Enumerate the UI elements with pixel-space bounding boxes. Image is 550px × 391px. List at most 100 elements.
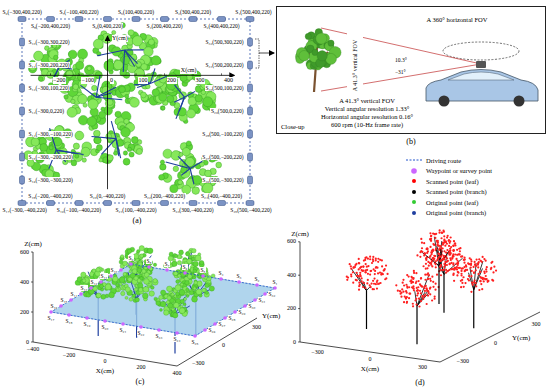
leaf-point <box>75 154 79 158</box>
leaf-point <box>82 158 87 163</box>
scanned-leaf-point <box>433 233 435 235</box>
scanned-leaf-point <box>440 245 442 247</box>
scanned-leaf-point <box>430 240 432 242</box>
scanned-leaf-point <box>469 257 471 259</box>
survey-point-label: S₁₉(−100,−400,220) <box>56 207 101 213</box>
leaf-point <box>179 289 185 295</box>
scanned-leaf-point <box>372 258 374 260</box>
vehicle-icon <box>248 38 253 46</box>
angle-value: 10.3° <box>395 57 407 63</box>
branch-line <box>190 169 194 185</box>
scanned-leaf-point <box>452 274 454 276</box>
leaf-point <box>63 159 68 164</box>
scanned-branch <box>439 250 442 265</box>
scanned-branch <box>351 268 367 291</box>
survey-point-label: S₂₈(500,−100,220) <box>202 131 244 137</box>
scanned-leaf-point <box>364 287 366 289</box>
scanned-leaf-point <box>358 282 360 284</box>
vehicle-icon <box>161 201 169 206</box>
axis-tick-mark <box>31 312 33 313</box>
leaf-point <box>174 254 178 258</box>
leaf-point <box>53 55 58 60</box>
scanned-leaf-point <box>463 262 465 264</box>
scanned-leaf-point <box>492 280 494 282</box>
scanned-leaf-point <box>459 253 461 255</box>
scanned-leaf-point <box>360 269 362 271</box>
axis-title: X(cm) <box>180 67 197 74</box>
leaf-point <box>130 98 140 108</box>
leaf-point <box>129 152 134 157</box>
scanned-leaf-point <box>477 266 479 268</box>
scanned-leaf-point <box>360 266 362 268</box>
leaf-point <box>101 107 105 111</box>
scanned-trunk <box>438 266 439 304</box>
scanned-branch <box>422 252 439 266</box>
scanned-leaf-point <box>434 237 436 239</box>
survey-point-label: S₁₀(−300,300,220) <box>28 39 70 45</box>
legend-entry: Waypoint or survey point <box>405 166 492 177</box>
leaf-point <box>129 270 132 273</box>
scanned-leaf-point <box>453 249 455 251</box>
leaf-point <box>71 160 77 166</box>
scanned-leaf-point <box>420 300 422 302</box>
leaf-point <box>203 288 207 292</box>
scanned-leaf-point <box>477 273 479 275</box>
legend-swatch <box>405 198 423 206</box>
leaf-point <box>49 146 53 150</box>
leaf-point <box>134 276 138 280</box>
scanned-leaf-point <box>480 283 482 285</box>
scanned-leaf-point <box>423 287 425 289</box>
scanned-leaf-point <box>479 280 481 282</box>
survey-point-label: S₁₅ <box>60 297 68 303</box>
vehicle-icon <box>104 201 112 206</box>
scanned-leaf-point <box>419 251 421 253</box>
scanned-leaf-point <box>347 276 349 278</box>
vertical-fov-line <box>363 37 481 64</box>
survey-point <box>243 304 247 308</box>
scanned-leaf-point <box>408 276 410 278</box>
sensor-spec: Vertical angular resolution 1.33° <box>325 105 410 112</box>
scanned-leaf-point <box>463 286 465 288</box>
survey-point-label: S₂₇(500,−200,220) <box>202 154 244 160</box>
leaf-point <box>87 117 97 127</box>
scanned-leaf-point <box>474 264 476 266</box>
scanned-leaf-point <box>449 249 451 251</box>
leaf-point <box>78 94 87 103</box>
scanned-leaf-point <box>435 266 437 268</box>
leaf-point <box>112 276 118 282</box>
leaf-point <box>132 295 136 299</box>
legend-text: Original point (branch) <box>426 209 486 216</box>
scanned-leaf-point <box>420 238 422 240</box>
scanned-leaf-point <box>427 250 429 252</box>
axis-tick: −300 <box>311 349 323 356</box>
leaf-point <box>195 95 202 102</box>
vehicle-icon <box>132 17 140 22</box>
scanned-leaf-point <box>405 297 407 299</box>
branch-line <box>136 256 151 276</box>
leaf-point <box>186 141 191 146</box>
sensor-spec: A 41.3° vertical FOV <box>339 97 395 104</box>
panel-a-plan-view <box>18 17 274 206</box>
scanned-leaf-point <box>457 271 459 273</box>
survey-point-label: S₂₅ <box>191 339 199 345</box>
survey-point-label: S₃₀(500,100,220) <box>205 85 244 91</box>
vehicle-icon <box>20 61 25 69</box>
leaf-point <box>78 49 88 59</box>
scanned-leaf-point <box>439 229 441 231</box>
vehicle-icon <box>75 201 83 206</box>
leaf-point <box>178 274 181 277</box>
scanned-leaf-point <box>373 288 375 290</box>
scanned-leaf-point <box>371 262 373 264</box>
scanned-leaf-point <box>417 289 419 291</box>
branch-line <box>181 169 190 176</box>
survey-point <box>89 286 93 290</box>
axis-tick-mark <box>221 73 222 75</box>
scanned-leaf-point <box>425 257 427 259</box>
axis-tick: 300 <box>195 77 205 84</box>
leaf-point <box>167 296 171 300</box>
scanned-leaf-point <box>475 269 477 271</box>
sensor-spec: 600 rpm (10-Hz frame rate) <box>331 121 403 128</box>
vehicle-icon <box>20 38 25 46</box>
scanned-leaf-point <box>487 280 489 282</box>
